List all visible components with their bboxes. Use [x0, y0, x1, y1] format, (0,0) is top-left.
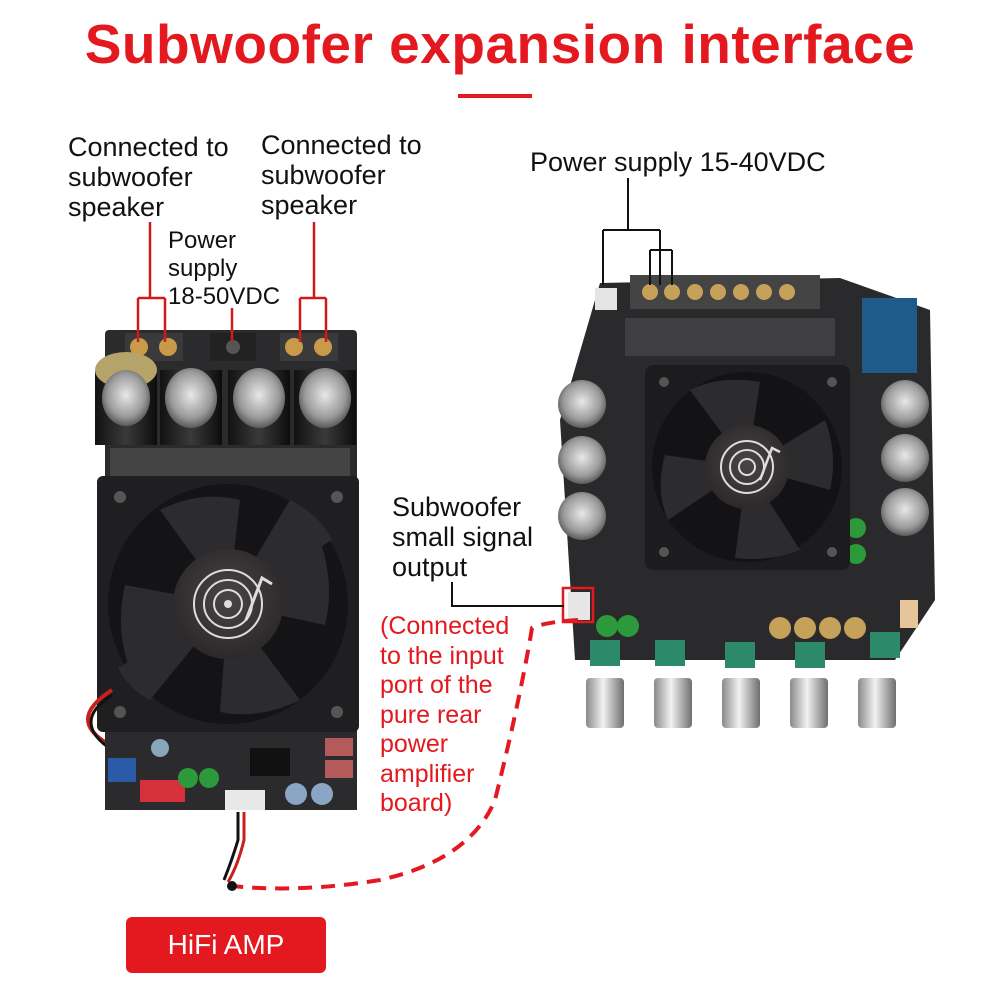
left-cooling-fan: [97, 476, 359, 732]
title-underline: [458, 94, 532, 98]
label-speaker-left-a: Connected to subwoofer speaker: [68, 132, 229, 222]
hifi-amp-tag: HiFi AMP: [126, 917, 326, 973]
right-capacitors: [558, 380, 929, 564]
left-callout-lines: [136, 222, 328, 342]
label-connection-note: (Connected to the input port of the pure…: [380, 612, 510, 817]
right-amp-board: [558, 275, 935, 728]
label-power-left: Power supply 18-50VDC: [168, 227, 281, 310]
label-subwoofer-output: Subwoofer small signal output: [392, 492, 534, 582]
label-speaker-left-b: Connected to subwoofer speaker: [261, 130, 422, 220]
right-signal-components: [568, 592, 918, 668]
left-lower-components: [105, 735, 357, 810]
right-callout-lines: [451, 178, 673, 607]
wire-end: [227, 881, 237, 891]
left-amp-board: [86, 330, 359, 883]
page-title: Subwoofer expansion interface: [84, 13, 916, 75]
right-volume-knobs: [586, 678, 896, 728]
right-cooling-fan: [645, 365, 850, 570]
right-terminal-block: [595, 275, 835, 356]
label-power-right: Power supply 15-40VDC: [530, 147, 826, 177]
left-capacitors: [95, 352, 356, 445]
left-terminal-block: [125, 333, 338, 361]
connection-dashed-line: [231, 618, 579, 891]
